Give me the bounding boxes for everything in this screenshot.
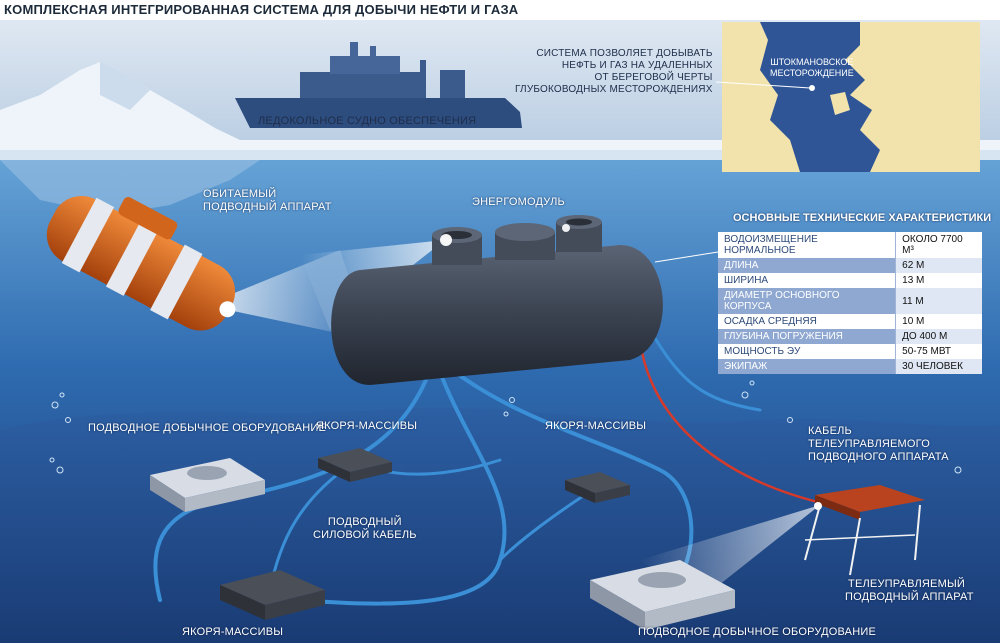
anchors-label-2: ЯКОРЯ-МАССИВЫ [545, 420, 647, 432]
field-marker [809, 85, 815, 91]
production-equipment-label-bottom: ПОДВОДНОЕ ДОБЫЧНОЕ ОБОРУДОВАНИЕ [638, 626, 876, 638]
production-module-icon [150, 458, 265, 512]
icebreaker-icon [235, 42, 522, 128]
rov-icon [804, 485, 925, 576]
anchors-label-3: ЯКОРЯ-МАССИВЫ [182, 626, 284, 638]
manned-submarine-icon [46, 195, 236, 331]
anchor-block-icon [565, 472, 630, 503]
anchor-block-icon [220, 570, 325, 620]
bubbles [49, 380, 962, 474]
power-cable-label: ПОДВОДНЫЙ СИЛОВОЙ КАБЕЛЬ [313, 516, 417, 541]
energy-module-icon [331, 215, 663, 385]
map-field-label: ШТОКМАНОВСКОЕ МЕСТОРОЖДЕНИЕ [770, 57, 854, 78]
callout-text: СИСТЕМА ПОЗВОЛЯЕТ ДОБЫВАТЬ НЕФТЬ И ГАЗ Н… [515, 48, 713, 95]
specs-title: ОСНОВНЫЕ ТЕХНИЧЕСКИЕ ХАРАКТЕРИСТИКИ [733, 212, 992, 224]
energy-module-label: ЭНЕРГОМОДУЛЬ [472, 196, 565, 208]
rov-cable-label: КАБЕЛЬ ТЕЛЕУПРАВЛЯЕМОГО ПОДВОДНОГО АППАР… [808, 425, 949, 463]
production-module-icon [590, 560, 735, 630]
map-inset [722, 22, 980, 172]
page-title: КОМПЛЕКСНАЯ ИНТЕГРИРОВАННАЯ СИСТЕМА ДЛЯ … [4, 2, 519, 17]
anchors-label-1: ЯКОРЯ-МАССИВЫ [316, 420, 418, 432]
anchor-block-icon [318, 448, 392, 482]
rov-label: ТЕЛЕУПРАВЛЯЕМЫЙ ПОДВОДНЫЙ АППАРАТ [845, 578, 974, 603]
manned-sub-label: ОБИТАЕМЫЙ ПОДВОДНЫЙ АППАРАТ [203, 188, 332, 213]
rov-cable [638, 338, 832, 507]
icebreaker-label: ЛЕДОКОЛЬНОЕ СУДНО ОБЕСПЕЧЕНИЯ [258, 115, 477, 127]
production-equipment-label-top: ПОДВОДНОЕ ДОБЫЧНОЕ ОБОРУДОВАНИЕ [88, 422, 326, 434]
